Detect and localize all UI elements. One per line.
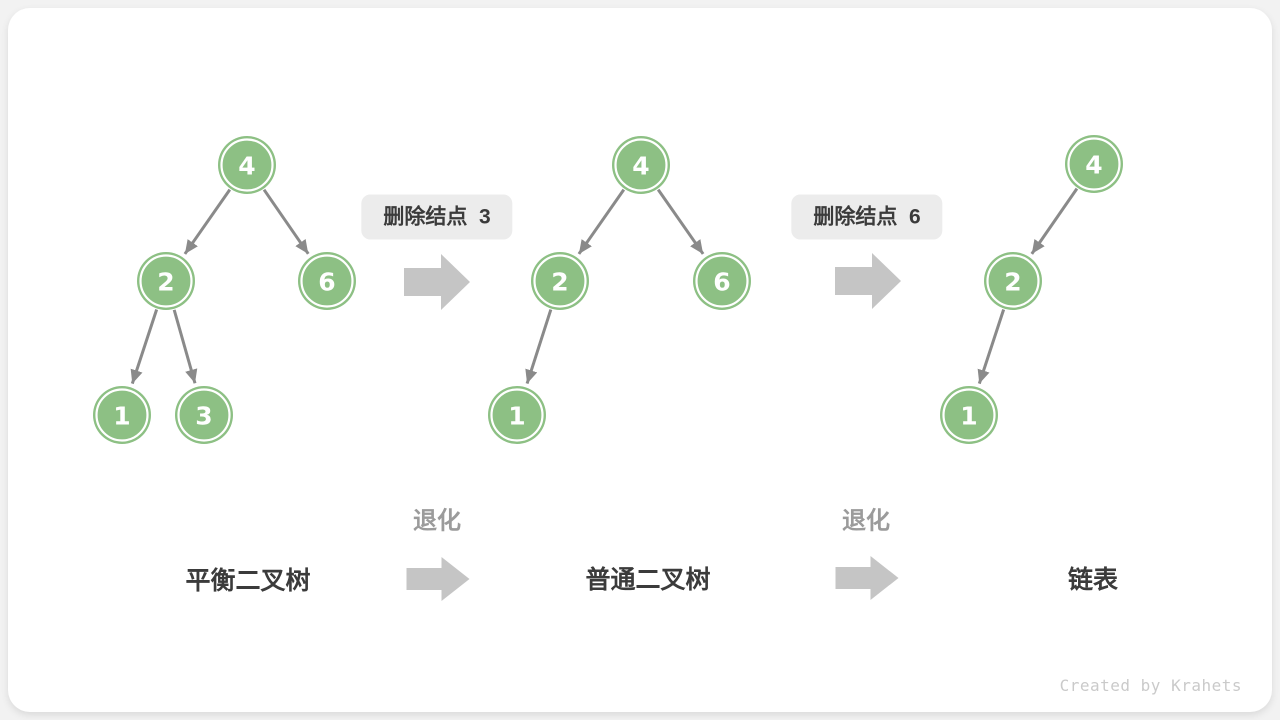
stage-label-balanced-binary-tree: 平衡二叉树 (185, 567, 311, 595)
tree-node-value: 2 (157, 268, 174, 297)
tree-node-value: 4 (238, 152, 255, 181)
balanced-binary-tree-node-3: 3 (175, 386, 233, 444)
tree-node-value: 6 (318, 268, 335, 297)
delete-node-6-label: 删除结点 6 (791, 194, 943, 240)
degrade-arrow-icon-2 (835, 556, 899, 600)
degrade-arrow-icon-1 (406, 557, 470, 601)
stage-label-linked-list: 链表 (1067, 566, 1119, 594)
diagram-card (8, 8, 1272, 712)
balanced-binary-tree-node-6: 6 (298, 252, 356, 310)
tree-edge-2-1 (525, 309, 553, 385)
tree-node-value: 4 (632, 152, 649, 181)
tree-edge-4-2 (1030, 187, 1079, 255)
balanced-binary-tree-node-2: 2 (137, 252, 195, 310)
ordinary-binary-tree-node-2: 2 (531, 252, 589, 310)
tree-edge-2-3 (172, 309, 198, 384)
tree-node-value: 6 (713, 268, 730, 297)
linked-list-node-2: 2 (984, 252, 1042, 310)
ordinary-binary-tree-node-4: 4 (612, 136, 670, 194)
stage-label-ordinary-binary-tree: 普通二叉树 (585, 566, 711, 594)
step-arrow-icon-2 (835, 253, 901, 309)
ordinary-binary-tree-node-1: 1 (488, 386, 546, 444)
linked-list-node-4: 4 (1065, 135, 1123, 193)
degrade-label-1: 退化 (413, 507, 461, 535)
tree-node-value: 4 (1085, 151, 1102, 180)
delete-node-3-label: 删除结点 3 (361, 194, 513, 240)
tree-edge-4-6 (656, 188, 705, 255)
ordinary-binary-tree-node-6: 6 (693, 252, 751, 310)
tree-edge-4-2 (577, 188, 626, 255)
tree-node-value: 1 (960, 402, 977, 431)
tree-edge-4-6 (262, 188, 310, 255)
tree-node-value: 2 (551, 268, 568, 297)
tree-node-value: 2 (1004, 268, 1021, 297)
tree-node-value: 3 (195, 402, 212, 431)
degrade-label-2: 退化 (842, 507, 890, 535)
tree-edge-4-2 (183, 188, 232, 255)
tree-node-value: 1 (113, 402, 130, 431)
tree-node-value: 1 (508, 402, 525, 431)
balanced-binary-tree-node-4: 4 (218, 136, 276, 194)
tree-edge-2-1 (130, 309, 159, 385)
step-arrow-icon-1 (404, 254, 470, 310)
tree-edge-2-1 (977, 309, 1006, 385)
linked-list-node-1: 1 (940, 386, 998, 444)
watermark: Created by Krahets (1059, 676, 1242, 695)
balanced-binary-tree-node-1: 1 (93, 386, 151, 444)
